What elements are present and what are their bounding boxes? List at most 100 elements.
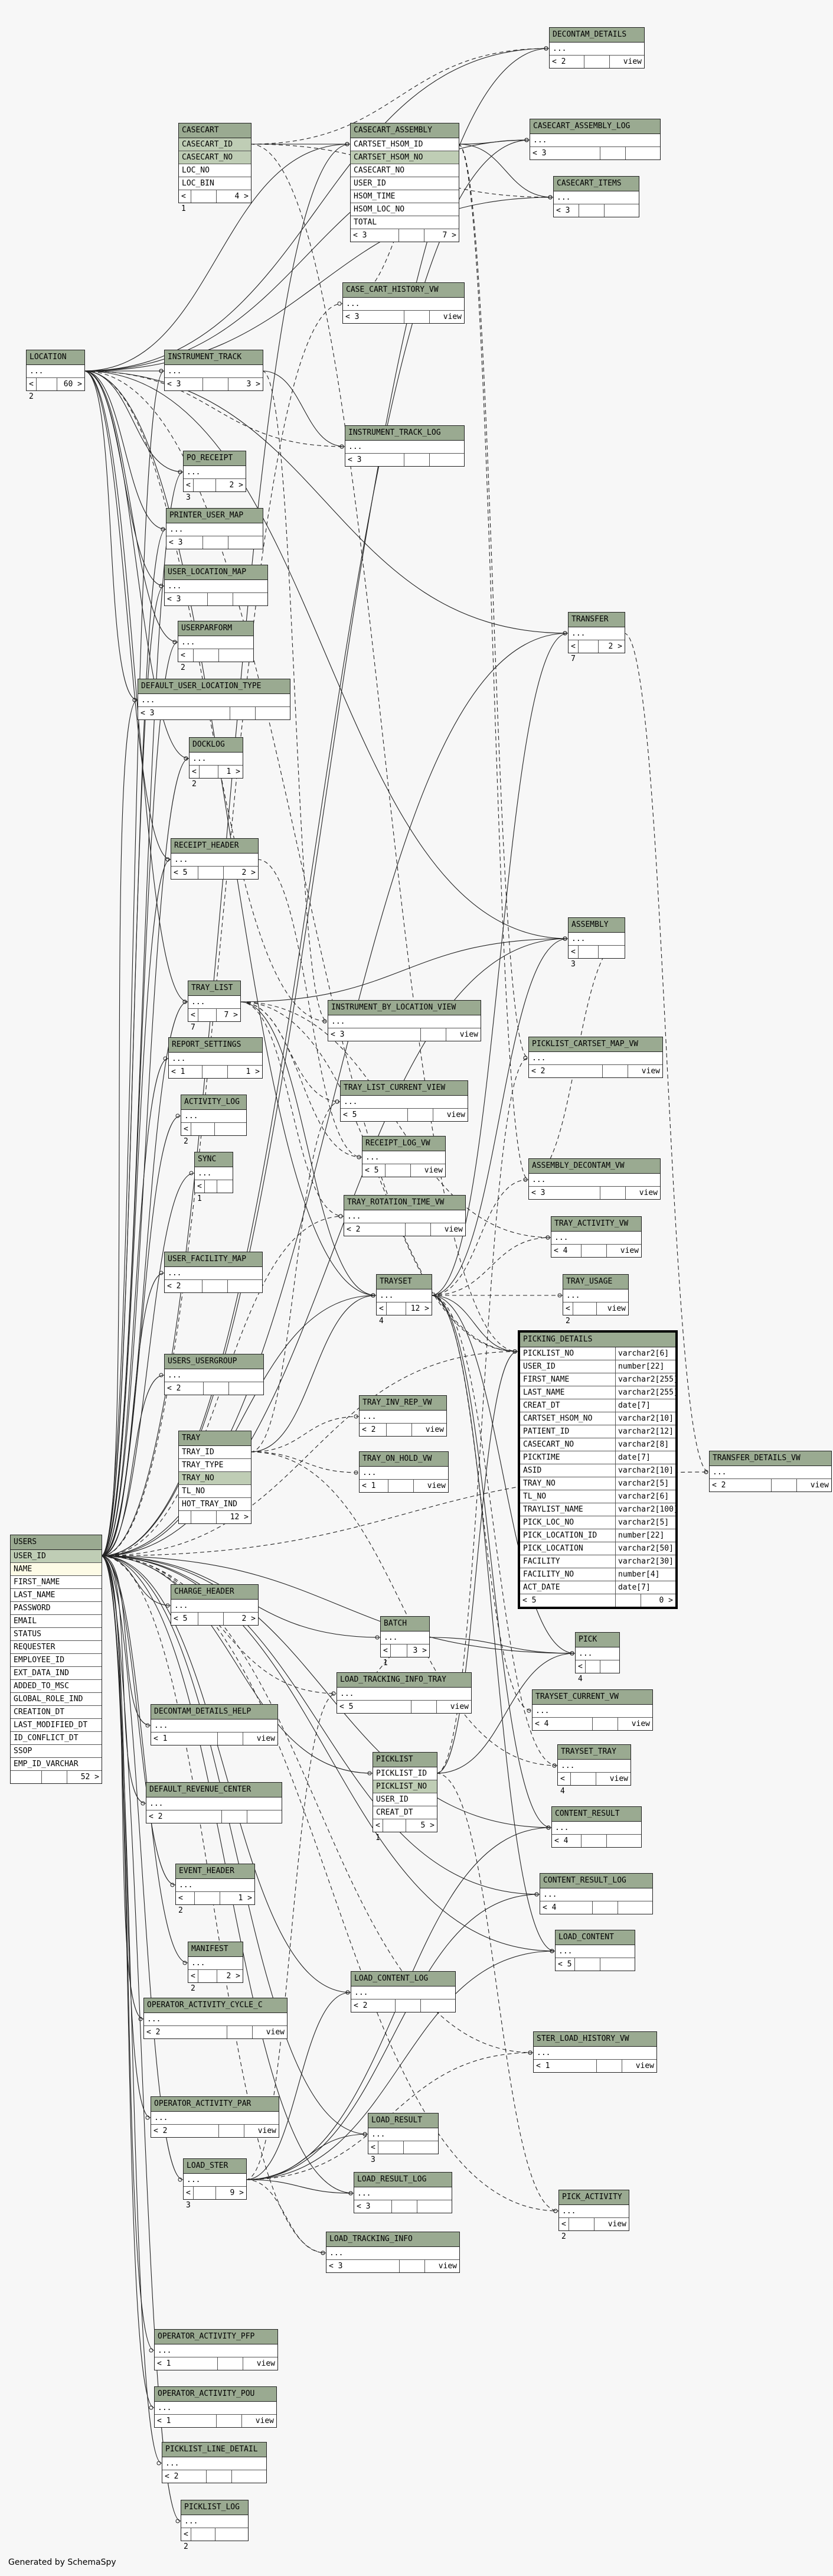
collapsed-columns[interactable]: ... — [155, 2344, 277, 2357]
collapsed-columns[interactable]: ... — [195, 1167, 233, 1180]
table-title[interactable]: LOAD_CONTENT_LOG — [351, 1972, 455, 1986]
table-user-facility-map[interactable]: USER_FACILITY_MAP...< 2 — [164, 1252, 263, 1293]
table-title[interactable]: TRAYSET_CURRENT_VW — [533, 1690, 652, 1705]
column-row[interactable]: TRAY_ID — [179, 1446, 251, 1459]
table-title[interactable]: DECONTAM_DETAILS_HELP — [151, 1705, 277, 1719]
collapsed-columns[interactable]: ... — [328, 1015, 481, 1028]
collapsed-columns[interactable]: ... — [190, 753, 243, 766]
collapsed-columns[interactable]: ... — [362, 1151, 445, 1164]
collapsed-columns[interactable]: ... — [165, 365, 263, 378]
collapsed-columns[interactable]: ... — [151, 1719, 277, 1732]
collapsed-columns[interactable]: ... — [181, 2515, 248, 2528]
column-row[interactable]: HOT_TRAY_IND — [179, 1498, 251, 1511]
collapsed-columns[interactable]: ... — [166, 523, 263, 536]
table-userparform[interactable]: USERPARFORM...< 2 — [178, 621, 254, 672]
table-title[interactable]: PICK — [576, 1633, 619, 1647]
table-load-result-log[interactable]: LOAD_RESULT_LOG...< 3 — [354, 2172, 452, 2213]
column-row[interactable]: CREAT_DT — [373, 1806, 437, 1819]
collapsed-columns[interactable]: ... — [354, 2187, 452, 2200]
table-title[interactable]: LOAD_CONTENT — [556, 1930, 635, 1945]
collapsed-columns[interactable]: ... — [162, 2457, 266, 2470]
collapsed-columns[interactable]: ... — [344, 1210, 465, 1223]
column-row[interactable]: USER_ID — [373, 1793, 437, 1806]
table-title[interactable]: USER_FACILITY_MAP — [165, 1252, 262, 1267]
collapsed-columns[interactable]: ... — [533, 1705, 652, 1718]
table-title[interactable]: CHARGE_HEADER — [171, 1585, 258, 1600]
collapsed-columns[interactable]: ... — [178, 636, 253, 649]
column-row[interactable]: GLOBAL_ROLE_IND — [11, 1693, 102, 1706]
table-title[interactable]: OPERATOR_ACTIVITY_PFP — [155, 2330, 277, 2344]
collapsed-columns[interactable]: ... — [343, 298, 464, 311]
collapsed-columns[interactable]: ... — [534, 2047, 656, 2060]
collapsed-columns[interactable]: ... — [576, 1647, 619, 1660]
table-title[interactable]: USERPARFORM — [178, 621, 253, 636]
collapsed-columns[interactable]: ... — [556, 1945, 635, 1958]
table-title[interactable]: DECONTAM_DETAILS — [550, 28, 644, 43]
table-title[interactable]: LOAD_TRACKING_INFO_TRAY — [337, 1673, 471, 1688]
collapsed-columns[interactable]: ... — [558, 1760, 631, 1773]
table-title[interactable]: PICKLIST — [373, 1753, 437, 1767]
table-title[interactable]: LOCATION — [27, 350, 84, 365]
column-row[interactable]: EMP_ID_VARCHAR — [11, 1758, 102, 1771]
column-row[interactable]: TL_NO — [179, 1485, 251, 1498]
table-title[interactable]: TRAYSET — [377, 1275, 432, 1289]
table-title[interactable]: BATCH — [381, 1617, 429, 1631]
table-title[interactable]: LOAD_RESULT_LOG — [354, 2173, 452, 2187]
collapsed-columns[interactable]: ... — [540, 1888, 652, 1901]
column-row[interactable]: CARTSET_HSOM_NO — [351, 151, 459, 164]
collapsed-columns[interactable]: ... — [710, 1466, 831, 1479]
collapsed-columns[interactable]: ... — [381, 1631, 429, 1644]
table-load-result[interactable]: LOAD_RESULT...< 3 — [368, 2113, 439, 2164]
collapsed-columns[interactable]: ... — [27, 365, 84, 378]
table-title[interactable]: OPERATOR_ACTIVITY_POU — [155, 2387, 276, 2402]
table-default-user-location-type[interactable]: DEFAULT_USER_LOCATION_TYPE...< 3 — [138, 679, 290, 720]
column-row[interactable]: STATUS — [11, 1628, 102, 1641]
collapsed-columns[interactable]: ... — [188, 996, 240, 1009]
table-casecart-assembly-log[interactable]: CASECART_ASSEMBLY_LOG...< 3 — [530, 119, 661, 160]
column-row[interactable]: TRAY_TYPE — [179, 1459, 251, 1472]
table-title[interactable]: LOAD_RESULT — [368, 2113, 438, 2128]
table-title[interactable]: MANIFEST — [188, 1942, 243, 1957]
column-row[interactable]: LOC_BIN — [179, 177, 251, 190]
collapsed-columns[interactable]: ... — [360, 1467, 448, 1480]
collapsed-columns[interactable]: ... — [569, 933, 625, 946]
table-title[interactable]: TRANSFER_DETAILS_VW — [710, 1451, 831, 1466]
collapsed-columns[interactable]: ... — [551, 1232, 641, 1245]
collapsed-columns[interactable]: ... — [151, 2112, 279, 2125]
collapsed-columns[interactable]: ... — [144, 2013, 287, 2026]
column-row[interactable]: TRAY_NO — [179, 1472, 251, 1485]
table-title[interactable]: CASECART_ASSEMBLY_LOG — [530, 119, 660, 134]
collapsed-columns[interactable]: ... — [554, 191, 639, 204]
column-row[interactable]: REQUESTER — [11, 1641, 102, 1654]
collapsed-columns[interactable]: ... — [184, 466, 246, 479]
column-row[interactable]: EXT_DATA_IND — [11, 1667, 102, 1680]
table-title[interactable]: EVENT_HEADER — [176, 1864, 254, 1879]
table-title[interactable]: PICKLIST_LOG — [181, 2500, 248, 2515]
